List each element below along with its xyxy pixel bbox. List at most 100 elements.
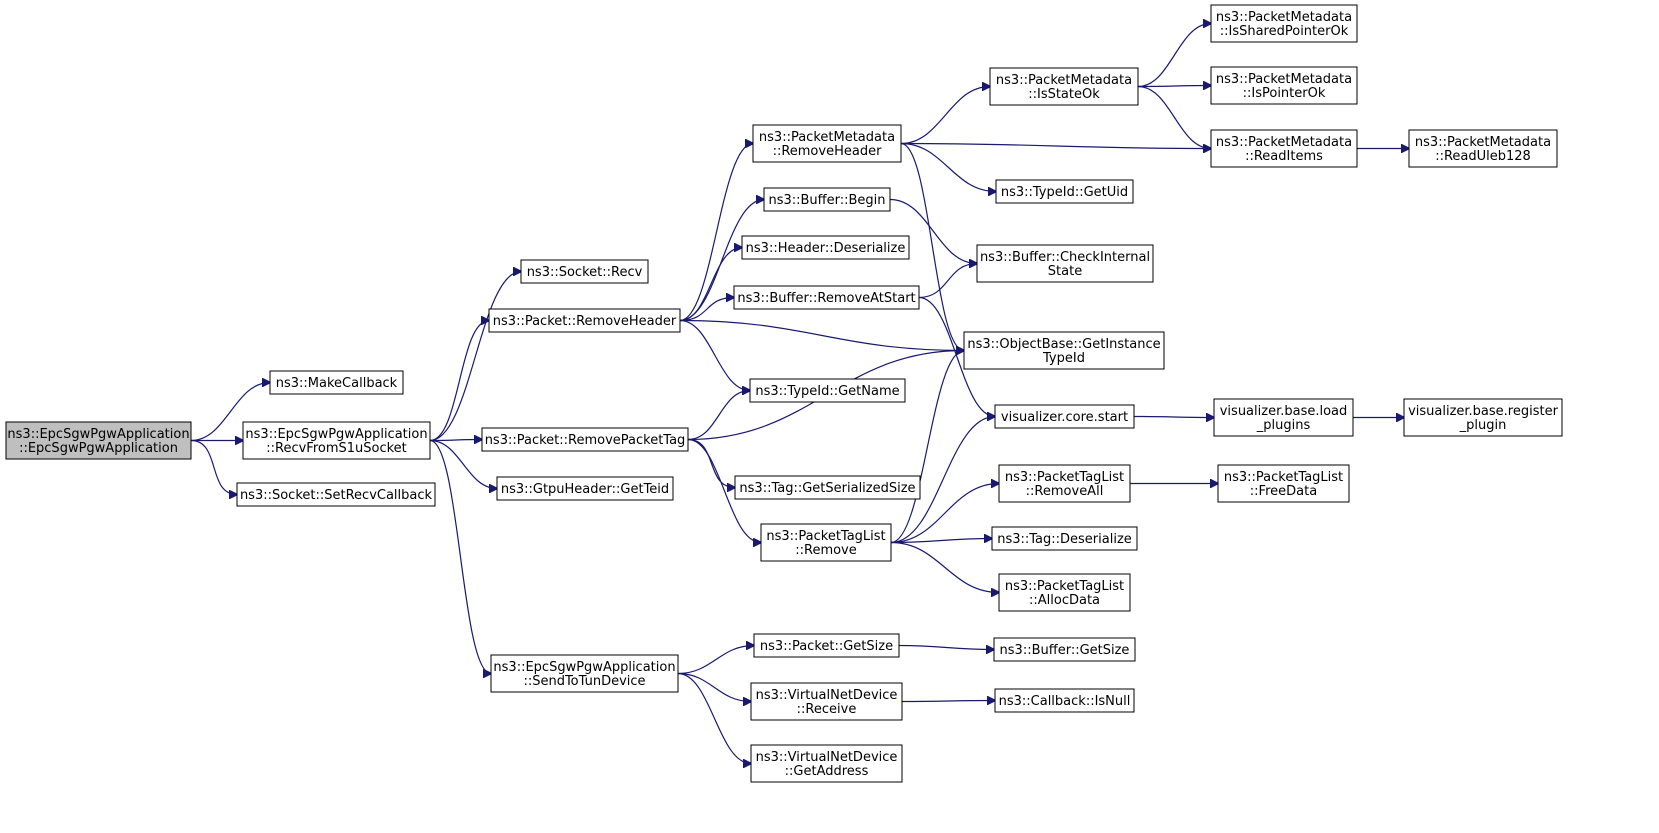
node-label: ns3::Tag::Deserialize bbox=[997, 532, 1132, 547]
node-label: _plugin bbox=[1459, 418, 1507, 433]
node-ns3-virtualnetdevice-getaddress[interactable]: ns3::VirtualNetDevice::GetAddress bbox=[750, 744, 903, 783]
node-ns3-packet-removeheader[interactable]: ns3::Packet::RemoveHeader bbox=[488, 308, 681, 333]
node-box bbox=[995, 179, 1134, 204]
edge-pktremhdr-to-pmremhdr bbox=[679, 144, 753, 322]
node-label: ns3::Packet::GetSize bbox=[760, 639, 893, 654]
edge-bufremstart-to-vizstart bbox=[918, 296, 995, 417]
node-label: ns3::Socket::Recv bbox=[527, 265, 643, 280]
node-label: ns3::PacketMetadata bbox=[1216, 10, 1352, 25]
node-box bbox=[481, 427, 689, 452]
node-box bbox=[1213, 398, 1354, 437]
node-box bbox=[998, 573, 1131, 612]
node-box bbox=[496, 476, 674, 501]
node-label: visualizer.base.load bbox=[1220, 404, 1348, 419]
node-ns3-makecallback[interactable]: ns3::MakeCallback bbox=[269, 370, 404, 395]
edge-root-to-setrecvcb bbox=[190, 439, 237, 495]
edge-pktremhdr-to-bufremstart bbox=[679, 298, 734, 322]
edge-bufbegin-to-bufcheck bbox=[889, 198, 977, 264]
node-box bbox=[1217, 464, 1350, 503]
edge-pktremhdr-to-objgettid bbox=[679, 319, 964, 351]
node-label: ns3::Buffer::GetSize bbox=[1000, 643, 1130, 658]
node-ns3-packetmetadata-readuleb128[interactable]: ns3::PacketMetadata::ReadUleb128 bbox=[1408, 129, 1558, 168]
node-label: TypeId bbox=[1042, 351, 1085, 366]
node-box bbox=[242, 421, 431, 460]
edge-recvs1u-to-gtputeid bbox=[429, 439, 497, 489]
node-ns3-tag-getserializedsize[interactable]: ns3::Tag::GetSerializedSize bbox=[734, 475, 921, 500]
node-ns3-packettaglist-allocdata[interactable]: ns3::PacketTagList::AllocData bbox=[998, 573, 1131, 612]
node-label: ns3::Socket::SetRecvCallback bbox=[240, 488, 433, 503]
node-box bbox=[993, 637, 1136, 662]
node-label: ns3::TypeId::GetUid bbox=[1001, 185, 1128, 200]
node-ns3-socket-setrecvcallback[interactable]: ns3::Socket::SetRecvCallback bbox=[236, 482, 436, 507]
node-box bbox=[734, 475, 921, 500]
node-box bbox=[963, 331, 1165, 370]
node-ns3-typeid-getname[interactable]: ns3::TypeId::GetName bbox=[749, 378, 906, 403]
node-box bbox=[753, 633, 900, 658]
edge-pmremhdr-to-objgettid bbox=[900, 142, 964, 351]
node-ns3-virtualnetdevice-receive[interactable]: ns3::VirtualNetDevice::Receive bbox=[750, 682, 903, 721]
node-label: ::ReadUleb128 bbox=[1435, 149, 1531, 164]
node-label: ns3::PacketTagList bbox=[1005, 470, 1124, 485]
node-ns3-packettaglist-removeall[interactable]: ns3::PacketTagList::RemoveAll bbox=[998, 464, 1131, 503]
node-label: ns3::EpcSgwPgwApplication bbox=[493, 660, 675, 675]
node-ns3-header-deserialize[interactable]: ns3::Header::Deserialize bbox=[741, 235, 910, 260]
node-ns3-packetmetadata-readitems[interactable]: ns3::PacketMetadata::ReadItems bbox=[1210, 129, 1358, 168]
node-label: ns3::PacketMetadata bbox=[996, 73, 1132, 88]
node-label: ::IsStateOk bbox=[1028, 87, 1100, 102]
node-label: State bbox=[1048, 264, 1082, 279]
node-box bbox=[994, 688, 1135, 713]
edge-pktrempt-to-ptlremove bbox=[687, 438, 761, 543]
node-ns3-socket-recv[interactable]: ns3::Socket::Recv bbox=[520, 259, 649, 284]
node-ns3-packettaglist-remove[interactable]: ns3::PacketTagList::Remove bbox=[760, 523, 892, 562]
node-visualizer-core-start[interactable]: visualizer.core.start bbox=[994, 404, 1135, 429]
node-ns3-buffer-getsize[interactable]: ns3::Buffer::GetSize bbox=[993, 637, 1136, 662]
node-label: ::ReadItems bbox=[1245, 149, 1323, 164]
node-label: ns3::Header::Deserialize bbox=[746, 241, 906, 256]
edge-pktremhdr-to-hdrdeser bbox=[679, 248, 742, 322]
node-visualizer-base-load-plugins[interactable]: visualizer.base.load_plugins bbox=[1213, 398, 1354, 437]
edge-recvs1u-to-sendtun bbox=[429, 439, 491, 674]
node-ns3-gtpuheader-getteid[interactable]: ns3::GtpuHeader::GetTeid bbox=[496, 476, 674, 501]
node-ns3-packetmetadata-issharedpointerok[interactable]: ns3::PacketMetadata::IsSharedPointerOk bbox=[1210, 4, 1358, 43]
node-label: ns3::MakeCallback bbox=[276, 376, 398, 391]
node-label: ::RemoveHeader bbox=[773, 144, 883, 159]
edge-pmstateok-to-pmptrok bbox=[1137, 86, 1211, 87]
node-ns3-packetmetadata-ispointerok[interactable]: ns3::PacketMetadata::IsPointerOk bbox=[1210, 66, 1358, 105]
node-label: ns3::PacketTagList bbox=[766, 529, 885, 544]
node-label: ns3::Packet::RemoveHeader bbox=[493, 314, 677, 329]
node-ns3-buffer-begin[interactable]: ns3::Buffer::Begin bbox=[763, 187, 891, 212]
node-ns3-typeid-getuid[interactable]: ns3::TypeId::GetUid bbox=[995, 179, 1134, 204]
node-label: visualizer.base.register bbox=[1408, 404, 1559, 419]
node-box bbox=[991, 526, 1138, 551]
node-ns3-callback-isnull[interactable]: ns3::Callback::IsNull bbox=[994, 688, 1135, 713]
edge-root-to-makecb bbox=[190, 383, 270, 442]
node-label: ns3::PacketMetadata bbox=[1415, 135, 1551, 150]
node-ns3-packetmetadata-removeheader[interactable]: ns3::PacketMetadata::RemoveHeader bbox=[752, 124, 902, 163]
node-ns3-packetmetadata-isstateok[interactable]: ns3::PacketMetadata::IsStateOk bbox=[989, 67, 1139, 106]
node-ns3-tag-deserialize[interactable]: ns3::Tag::Deserialize bbox=[991, 526, 1138, 551]
node-visualizer-base-register-plugin[interactable]: visualizer.base.register_plugin bbox=[1403, 398, 1563, 437]
node-box bbox=[760, 523, 892, 562]
node-ns3-packet-removepackettag[interactable]: ns3::Packet::RemovePacketTag bbox=[481, 427, 689, 452]
node-label: ns3::VirtualNetDevice bbox=[756, 750, 898, 765]
node-ns3-epcsgwpgwapplication-recvfroms1usocket[interactable]: ns3::EpcSgwPgwApplication::RecvFromS1uSo… bbox=[242, 421, 431, 460]
node-ns3-packettaglist-freedata[interactable]: ns3::PacketTagList::FreeData bbox=[1217, 464, 1350, 503]
nodes-layer: ns3::EpcSgwPgwApplication::EpcSgwPgwAppl… bbox=[5, 4, 1563, 783]
node-label: visualizer.core.start bbox=[1001, 410, 1128, 425]
edge-vizstart-to-vizload bbox=[1133, 417, 1214, 418]
edge-ptlremove-to-ptlalloc bbox=[890, 541, 999, 593]
node-ns3-packet-getsize[interactable]: ns3::Packet::GetSize bbox=[753, 633, 900, 658]
edges-layer bbox=[190, 24, 1409, 764]
node-ns3-epcsgwpgwapplication-sendtotundevice[interactable]: ns3::EpcSgwPgwApplication::SendToTunDevi… bbox=[490, 654, 679, 693]
node-ns3-buffer-removeatstart[interactable]: ns3::Buffer::RemoveAtStart bbox=[733, 285, 920, 310]
edge-recvs1u-to-pktrempt bbox=[429, 440, 482, 441]
edge-pktrempt-to-taggetser bbox=[687, 438, 735, 488]
node-label: ns3::PacketMetadata bbox=[1216, 135, 1352, 150]
node-label: ns3::EpcSgwPgwApplication bbox=[245, 427, 427, 442]
node-box bbox=[269, 370, 404, 395]
node-label: ::IsSharedPointerOk bbox=[1220, 24, 1349, 39]
edge-sendtun-to-vndreceive bbox=[677, 672, 751, 702]
node-ns3-epcsgwpgwapplication-epcsgwpgwapplication[interactable]: ns3::EpcSgwPgwApplication::EpcSgwPgwAppl… bbox=[5, 421, 192, 460]
